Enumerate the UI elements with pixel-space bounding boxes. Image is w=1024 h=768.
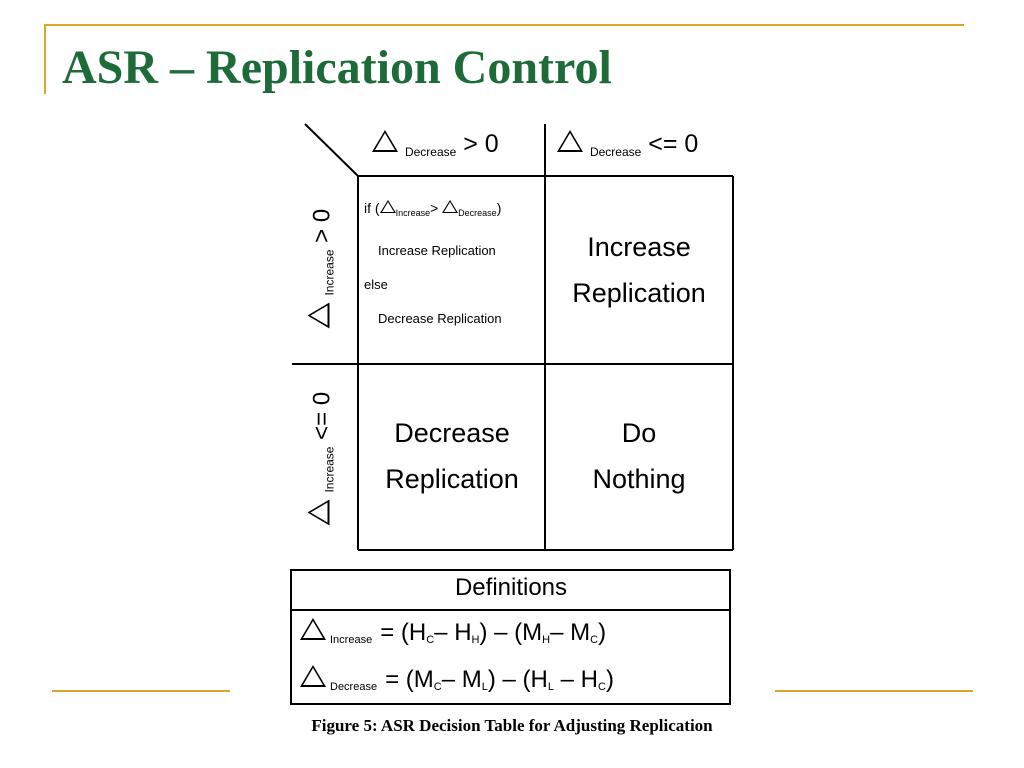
delta-triangle-icon	[372, 130, 398, 152]
left-rule	[44, 24, 46, 94]
cell-increase-replication-small: Increase Replication	[378, 243, 496, 258]
bottom-left-rule	[52, 690, 230, 692]
slide-title: ASR – Replication Control	[62, 41, 612, 94]
cell-decrease-replication-small: Decrease Replication	[378, 311, 502, 326]
bottom-right-rule	[775, 690, 973, 692]
cell-condition-line: if (Increase> Decrease)	[364, 200, 502, 218]
col-header-decrease-nonpositive: Decrease <= 0	[557, 130, 698, 159]
delta-triangle-icon	[379, 200, 396, 213]
row-header-increase-nonpositive: Increase <= 0	[307, 359, 337, 559]
cell-increase-replication: Increase Replication	[572, 232, 706, 308]
cell-decrease-replication: Decrease Replication	[385, 418, 519, 494]
delta-triangle-icon	[442, 200, 459, 213]
delta-triangle-icon	[300, 665, 326, 687]
delta-triangle-icon	[557, 130, 583, 152]
cell-do-nothing: Do Nothing	[592, 418, 686, 494]
definitions-title: Definitions	[454, 574, 568, 601]
row-header-increase-positive: Increase > 0	[307, 179, 337, 359]
definition-decrease: Decrease= (MC– ML) – (HL – HC)	[300, 665, 614, 694]
delta-triangle-icon	[300, 618, 326, 640]
delta-triangle-icon	[307, 302, 330, 329]
col-header-decrease-positive: Decrease > 0	[372, 130, 499, 159]
figure-caption: Figure 5: ASR Decision Table for Adjusti…	[311, 716, 713, 735]
top-rule	[44, 24, 964, 26]
delta-triangle-icon	[307, 499, 330, 526]
cell-else: else	[364, 277, 388, 292]
definition-increase: Increase= (HC– HH) – (MH– MC)	[300, 618, 606, 647]
